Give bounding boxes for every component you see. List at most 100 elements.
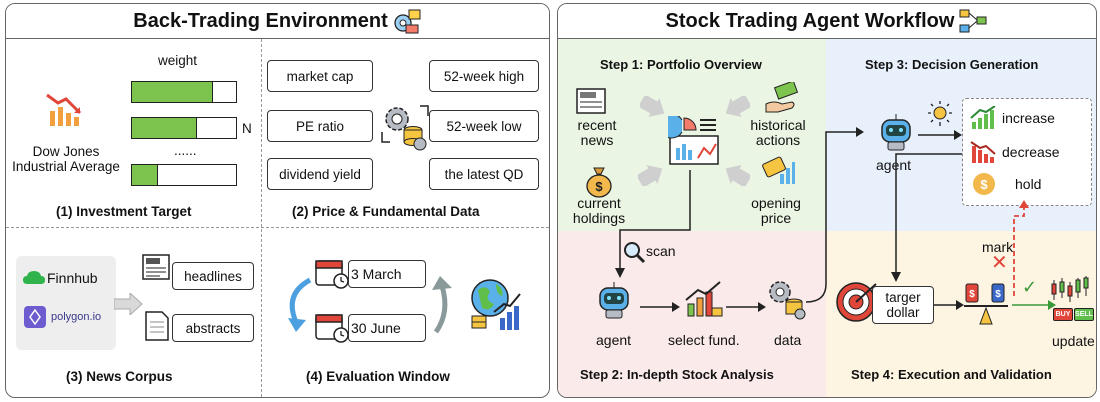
buy-text: BUY xyxy=(1055,311,1071,318)
dividend-yield-box: dividend yield xyxy=(267,158,373,190)
news-icon xyxy=(576,88,606,114)
curved-arrow-down-icon xyxy=(288,277,312,332)
hold-coin-icon: $ xyxy=(973,173,995,195)
panel-title-text: Back-Trading Environment xyxy=(133,9,388,32)
arrow-target-scale xyxy=(934,300,964,310)
reject-cross: ✕ xyxy=(991,252,1008,274)
workflow-title-text: Stock Trading Agent Workflow xyxy=(665,9,955,32)
finnhub-label: Finnhub xyxy=(47,270,98,286)
document-icon xyxy=(145,311,169,341)
data-settings-icon xyxy=(394,9,421,34)
step1-to-step2-arrow xyxy=(615,170,691,278)
gear-database-icon xyxy=(381,105,429,151)
svg-text:$: $ xyxy=(595,179,603,194)
recent-news-label: recent news xyxy=(577,117,617,148)
historical-actions-label: historical actions xyxy=(750,117,806,148)
news-corpus-caption: (3) News Corpus xyxy=(66,369,173,384)
magnifier-icon xyxy=(624,242,646,264)
polygon-label: polygon.io xyxy=(51,311,102,323)
balance-scale-icon: $ $ xyxy=(964,283,1008,325)
step4-title: Step 4: Execution and Validation xyxy=(851,367,1052,382)
workflow-title: Stock Trading Agent Workflow xyxy=(558,4,1096,39)
global-finance-icon xyxy=(471,279,521,330)
decrease-label: decrease xyxy=(1002,144,1060,160)
divider-horizontal xyxy=(6,227,549,228)
panel-title: Back-Trading Environment xyxy=(6,4,549,39)
svg-text:$: $ xyxy=(995,289,1001,300)
opening-price-label: opening price xyxy=(751,195,801,226)
buy-badge: BUY xyxy=(1053,308,1073,321)
weight-fill-1 xyxy=(132,82,214,102)
data-gear-icon xyxy=(769,281,806,320)
agent-label-step2: agent xyxy=(596,332,632,348)
workflow-icon xyxy=(959,9,987,33)
weight-fill-2 xyxy=(132,118,198,138)
headlines-box: headlines xyxy=(172,262,254,290)
finnhub-logo-icon xyxy=(23,271,45,284)
weight-label: weight xyxy=(158,53,198,68)
pe-ratio-box: PE ratio xyxy=(267,110,373,142)
svg-text:$: $ xyxy=(980,177,988,192)
money-hand-icon xyxy=(765,82,799,113)
workflow-panel: Stock Trading Agent Workflow Step 1: Por… xyxy=(557,3,1097,398)
scan-label: scan xyxy=(646,243,676,259)
arrow-from-holdings-icon xyxy=(638,164,663,186)
latest-qd-box: the latest QD xyxy=(429,158,539,190)
increase-label: increase xyxy=(1002,110,1055,126)
decrease-icon xyxy=(970,141,996,163)
back-trading-panel: Back-Trading Environment Dow Jones Indus… xyxy=(5,3,550,398)
step3-to-step4-arrow xyxy=(891,153,962,282)
fund-chart-icon xyxy=(685,281,723,317)
index-name: Dow Jones Industrial Average xyxy=(12,144,120,174)
sell-badge: SELL xyxy=(1074,308,1094,321)
sell-text: SELL xyxy=(1075,311,1093,318)
dow-jones-chart-icon xyxy=(46,93,82,126)
market-cap-box: market cap xyxy=(267,60,373,92)
svg-text:$: $ xyxy=(969,289,975,300)
candlestick-chart-icon xyxy=(1051,276,1089,302)
52-week-high-box: 52-week high xyxy=(429,60,539,92)
price-data-caption: (2) Price & Fundamental Data xyxy=(292,204,480,219)
investment-target-caption: (1) Investment Target xyxy=(56,204,192,219)
evaluation-window-caption: (4) Evaluation Window xyxy=(306,369,450,384)
dashboard-chart-icon xyxy=(668,116,719,165)
arrow-agent-decision xyxy=(918,130,962,140)
increase-icon xyxy=(970,106,996,129)
calendar-end-icon xyxy=(315,314,349,343)
arrow-from-price-icon xyxy=(725,164,750,186)
target-dollar-box: targer dollar xyxy=(872,286,934,324)
right-arrow-icon xyxy=(114,293,143,315)
step1-title: Step 1: Portfolio Overview xyxy=(600,57,762,72)
data-label: data xyxy=(774,332,802,348)
select-fund-label: select fund. xyxy=(668,332,740,348)
curved-arrow-up-icon xyxy=(432,276,452,334)
current-holdings-label: current holdings xyxy=(572,195,626,226)
step2-to-step3-arrow xyxy=(805,127,864,303)
end-date-box: 30 June xyxy=(348,314,426,342)
ellipsis: ...... xyxy=(174,143,197,158)
divider-vertical xyxy=(261,39,262,397)
hold-label: hold xyxy=(1015,176,1042,192)
52-week-low-box: 52-week low xyxy=(429,110,539,142)
arrow-select-data xyxy=(726,302,766,312)
weight-bar-1 xyxy=(131,81,237,103)
price-tag-chart-icon xyxy=(762,156,795,184)
weight-fill-3 xyxy=(132,165,158,185)
start-date-box: 3 March xyxy=(348,260,426,288)
idea-bulb-icon xyxy=(928,101,952,126)
check-mark: ✓ xyxy=(1022,277,1038,297)
calendar-start-icon xyxy=(315,260,349,289)
update-label: update xyxy=(1052,333,1095,349)
agent-label-step3: agent xyxy=(876,157,912,173)
polygon-logo-icon xyxy=(24,306,46,328)
agent-robot-icon xyxy=(599,282,629,319)
step2-title: Step 2: In-depth Stock Analysis xyxy=(580,367,774,382)
mark-label: mark xyxy=(982,239,1014,255)
newspaper-icon xyxy=(142,254,170,280)
weight-bar-2 xyxy=(131,117,237,139)
arrow-from-news-icon xyxy=(640,96,665,118)
step1-area xyxy=(558,39,826,231)
agent-robot-icon-step3 xyxy=(881,114,911,151)
weight-bar-3 xyxy=(131,164,237,186)
target-dollar-text: targer dollar xyxy=(885,290,921,320)
